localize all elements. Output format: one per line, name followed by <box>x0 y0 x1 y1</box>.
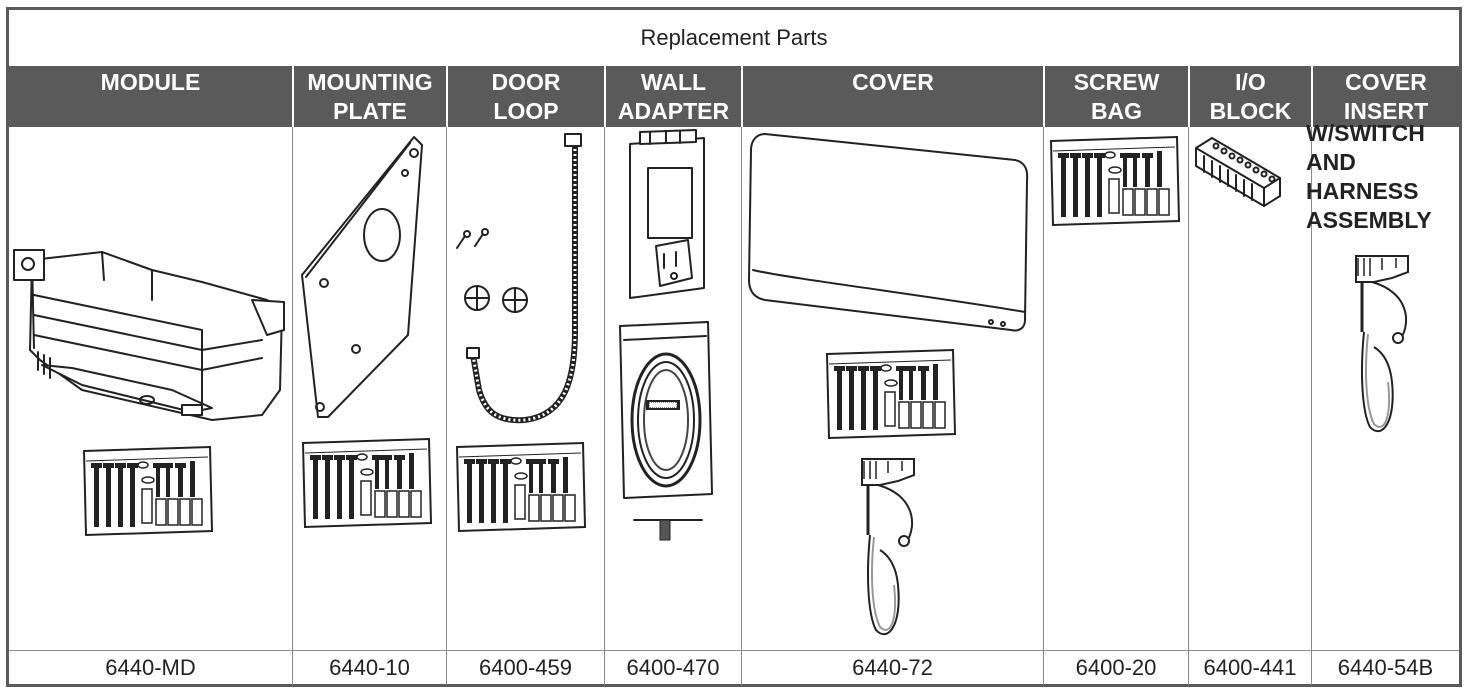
column-divider <box>446 651 447 685</box>
header-divider <box>741 66 743 127</box>
cover-insert-note-line3: HARNESS <box>1306 178 1419 204</box>
column-divider <box>1043 127 1044 650</box>
header-door-loop-line2: LOOP <box>493 98 559 124</box>
header-divider <box>1311 66 1313 127</box>
mounting-plate-illustration <box>301 136 423 418</box>
header-module-line1: MODULE <box>100 69 201 95</box>
cover-harness-illustration <box>860 457 916 636</box>
cover-insert-harness-illustration <box>1354 254 1410 433</box>
header-screw-bag: SCREW BAG <box>1045 66 1188 127</box>
module-screw-bag-illustration <box>83 446 213 536</box>
illustration-row <box>9 127 1459 650</box>
column-divider <box>741 651 742 685</box>
header-cover-line1: COVER <box>852 69 934 95</box>
header-divider <box>604 66 606 127</box>
part-number-screw-bag: 6400-20 <box>1075 655 1157 680</box>
header-io-block: I/O BLOCK <box>1190 66 1311 127</box>
cover-illustration <box>748 133 1029 332</box>
cover-insert-note-line1: W/SWITCH <box>1306 120 1425 146</box>
part-number-module: 6440-MD <box>105 655 196 680</box>
header-cover: COVER <box>743 66 1043 127</box>
part-number-wall-adapter: 6400-470 <box>626 655 720 680</box>
column-divider <box>604 127 605 650</box>
part-number-row: 6440-MD 6440-10 6400-459 6400-470 6440-7… <box>9 650 1459 685</box>
door-loop-screw-bag-illustration <box>456 442 586 532</box>
header-screw-bag-line2: BAG <box>1090 98 1143 124</box>
column-divider <box>1311 651 1312 685</box>
header-cover-insert-line2: INSERT <box>1343 98 1429 124</box>
header-mounting-plate: MOUNTING PLATE <box>294 66 446 127</box>
header-mounting-plate-line1: MOUNTING <box>307 69 433 95</box>
header-io-block-line2: BLOCK <box>1209 98 1292 124</box>
header-divider <box>446 66 448 127</box>
wall-adapter-illustration <box>629 129 705 299</box>
cover-insert-note-line4: ASSEMBLY <box>1306 207 1432 233</box>
part-number-io-block: 6400-441 <box>1203 655 1297 680</box>
part-number-mounting-plate: 6440-10 <box>329 655 410 680</box>
header-divider <box>292 66 294 127</box>
part-number-cover-insert: 6440-54B <box>1337 655 1434 680</box>
header-door-loop: DOOR LOOP <box>448 66 604 127</box>
header-row: MODULE MOUNTING PLATE DOOR LOOP WALL ADA… <box>9 66 1459 127</box>
header-wall-adapter: WALL ADAPTER <box>606 66 741 127</box>
io-block-illustration <box>1195 137 1281 207</box>
door-loop-illustration <box>456 133 582 424</box>
header-divider <box>1188 66 1190 127</box>
column-divider <box>604 651 605 685</box>
column-divider <box>1311 127 1312 650</box>
header-door-loop-line1: DOOR <box>491 69 561 95</box>
column-divider <box>1188 127 1189 650</box>
header-wall-adapter-line1: WALL <box>640 69 707 95</box>
cover-insert-note: W/SWITCH AND HARNESS ASSEMBLY <box>1306 119 1456 235</box>
header-module: MODULE <box>9 66 292 127</box>
column-divider <box>292 651 293 685</box>
wall-adapter-cord-bag-illustration <box>619 321 713 499</box>
header-divider <box>1043 66 1045 127</box>
column-divider <box>292 127 293 650</box>
header-wall-adapter-line2: ADAPTER <box>617 98 730 124</box>
header-cover-insert-line1: COVER <box>1345 69 1427 95</box>
mounting-plate-screw-bag-illustration <box>302 438 432 528</box>
wall-adapter-screw-illustration <box>633 519 703 541</box>
screw-bag-illustration <box>1050 136 1180 226</box>
replacement-parts-table: Replacement Parts MODULE MOUNTING PLATE … <box>6 7 1462 687</box>
table-title: Replacement Parts <box>640 25 828 50</box>
header-io-block-line1: I/O <box>1235 69 1266 95</box>
cover-screw-bag-illustration <box>826 349 956 439</box>
header-mounting-plate-line2: PLATE <box>333 98 407 124</box>
header-screw-bag-line1: SCREW <box>1073 69 1160 95</box>
column-divider <box>1043 651 1044 685</box>
column-divider <box>446 127 447 650</box>
header-cover-insert: COVER INSERT <box>1313 66 1459 127</box>
column-divider <box>1188 651 1189 685</box>
column-divider <box>741 127 742 650</box>
part-number-cover: 6440-72 <box>852 655 933 680</box>
part-number-door-loop: 6400-459 <box>479 655 572 680</box>
cover-insert-note-line2: AND <box>1306 149 1356 175</box>
module-illustration <box>13 249 285 421</box>
